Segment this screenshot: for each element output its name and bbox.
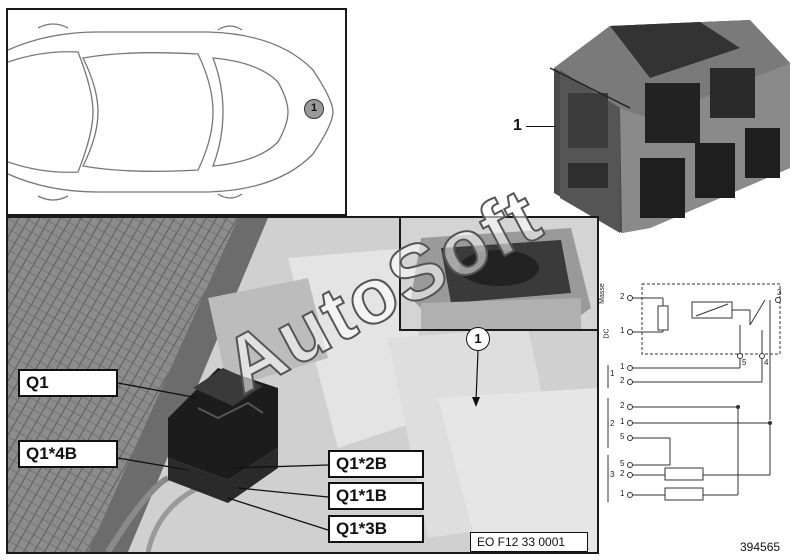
label-q1: Q1 (18, 369, 118, 397)
fuse-box-render (549, 20, 790, 233)
schematic-g3-pin-5: 5 (620, 459, 625, 468)
schematic-label-dc: DC (603, 328, 611, 339)
schematic-group-3: 3 (610, 470, 615, 479)
schematic-pin-2-top: 2 (620, 292, 625, 301)
open-trunk-photo (401, 218, 597, 329)
component-callout-number: 1 (513, 117, 522, 134)
schematic-label-masse: Masse (598, 283, 606, 304)
location-photo-panel: 1 Q1 Q1*4B Q1*2B Q1*1B Q1*3B EO F12 33 0… (6, 216, 599, 554)
schematic-g2-pin-5: 5 (620, 432, 625, 441)
label-q1-1b: Q1*1B (328, 482, 424, 510)
image-number: 394565 (740, 540, 781, 554)
location-marker-number: 1 (310, 102, 318, 114)
schematic-g3-pin-1: 1 (620, 489, 625, 498)
schematic-pin-4: 4 (764, 358, 769, 367)
rear-view-inset (399, 218, 597, 331)
schematic-pin-3: 3 (777, 288, 782, 297)
photo-location-marker: 1 (466, 327, 490, 351)
label-q1-4b: Q1*4B (18, 440, 118, 468)
circuit-schematic: Masse DC 2 1 3 5 4 1 2 3 1 2 2 1 5 5 2 1 (598, 270, 800, 510)
drawing-code: EO F12 33 0001 (470, 532, 588, 552)
schematic-pin-5: 5 (742, 358, 747, 367)
component-illustration: 1 (500, 8, 800, 233)
schematic-g3-pin-2: 2 (620, 469, 625, 478)
schematic-wiring (607, 283, 781, 502)
location-marker: 1 (304, 99, 324, 119)
component-callout-line (526, 126, 556, 127)
label-q1-2b: Q1*2B (328, 450, 424, 478)
schematic-group-1: 1 (610, 369, 615, 378)
overview-panel: 1 (6, 8, 347, 216)
schematic-g2-pin-2: 2 (620, 401, 625, 410)
schematic-g1-pin-1: 1 (620, 362, 625, 371)
callout-lines (117, 350, 480, 531)
label-q1-3b: Q1*3B (328, 515, 424, 543)
photo-location-marker-number: 1 (474, 331, 482, 346)
car-outline-drawing (7, 23, 334, 201)
schematic-g2-pin-1: 1 (620, 417, 625, 426)
schematic-pin-1-top: 1 (620, 326, 625, 335)
schematic-g1-pin-2: 2 (620, 376, 625, 385)
schematic-group-2: 2 (610, 419, 615, 428)
